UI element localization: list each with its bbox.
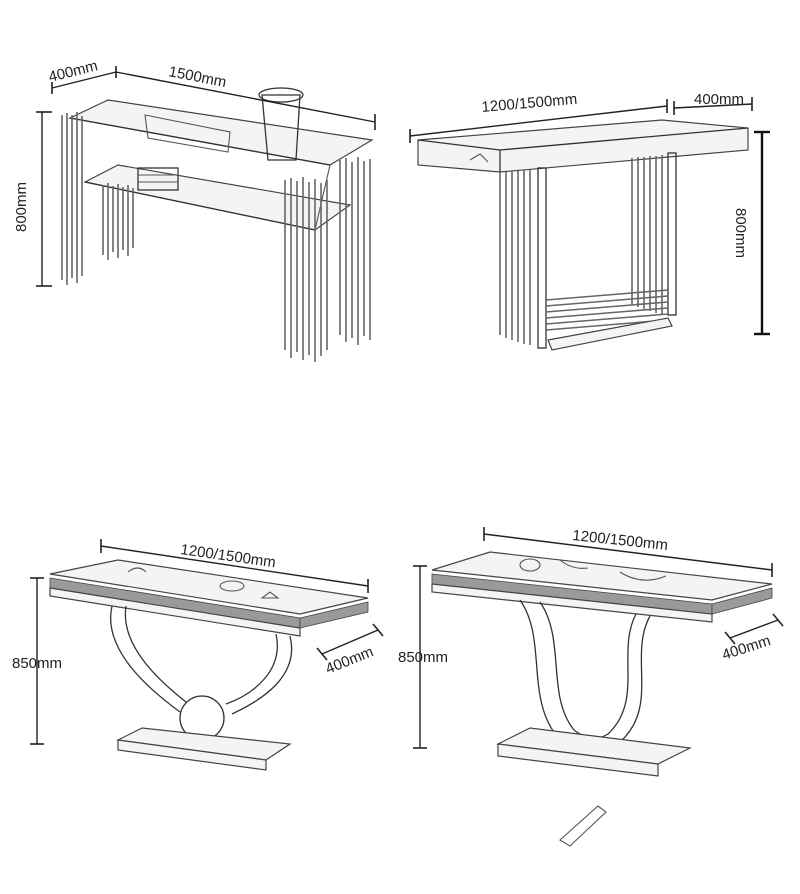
- table-a-width-label: 1500mm: [167, 63, 228, 91]
- table-b-dimension-lines: [409, 97, 770, 336]
- table-d-dimension-lines: [413, 527, 784, 749]
- table-b-depth-label: 400mm: [694, 91, 744, 108]
- table-a-diagram: 400mm 1500mm 800mm: [13, 57, 376, 362]
- table-a-dimension-lines: [36, 66, 376, 287]
- table-d-height-label: 850mm: [398, 649, 448, 666]
- table-b-diagram: 1200/1500mm 400mm 800mm: [409, 91, 770, 351]
- table-a-height-label: 800mm: [13, 182, 30, 232]
- table-c-height-label: 850mm: [12, 655, 62, 672]
- table-c-depth-label: 400mm: [323, 643, 376, 678]
- table-b-sketch: [417, 119, 749, 351]
- table-d-depth-label: 400mm: [720, 632, 773, 664]
- table-d-diagram: 1200/1500mm 850mm 400mm: [398, 527, 784, 777]
- table-a-depth-label: 400mm: [47, 57, 100, 86]
- table-b-width-label: 1200/1500mm: [481, 91, 578, 116]
- table-c-dimension-lines: [30, 539, 384, 745]
- table-d-sketch: [431, 551, 773, 777]
- table-d-width-label: 1200/1500mm: [572, 527, 669, 554]
- table-c-diagram: 1200/1500mm 850mm 400mm: [12, 539, 384, 771]
- corner-fragment: [559, 805, 607, 847]
- table-b-height-label: 800mm: [732, 208, 749, 258]
- table-a-sketch: [61, 87, 374, 362]
- table-c-sketch: [49, 559, 369, 771]
- table-c-width-label: 1200/1500mm: [179, 541, 276, 571]
